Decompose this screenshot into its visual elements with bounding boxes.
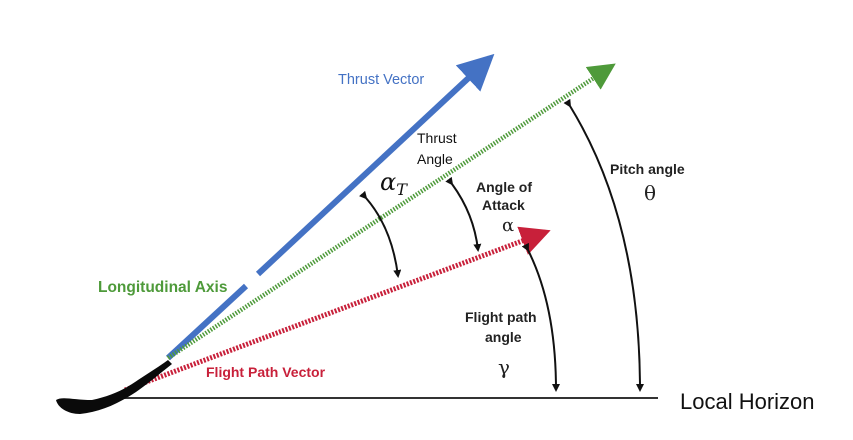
thrust-angle-symbol-alpha: α bbox=[380, 168, 396, 196]
angle-of-attack-symbol: α bbox=[502, 215, 514, 236]
pitch-angle-symbol: θ bbox=[644, 181, 656, 205]
flight-path-angle-arc bbox=[521, 242, 560, 392]
thrust-angle-symbol-subscript: T bbox=[396, 180, 408, 199]
pitch-angle-label: Pitch angle bbox=[610, 161, 685, 177]
thrust-angle-symbol: αT bbox=[380, 168, 408, 199]
flight-path-angle-label-line1: Flight path bbox=[465, 309, 537, 325]
angle-of-attack-arc bbox=[445, 176, 482, 252]
thrust-vector-lower-segment bbox=[165, 283, 249, 361]
longitudinal-axis-arrow bbox=[166, 63, 616, 360]
flight-path-vector-arrow bbox=[124, 226, 551, 393]
flight-path-vector-label: Flight Path Vector bbox=[206, 364, 326, 380]
angle-of-attack-label-line2: Attack bbox=[482, 197, 525, 213]
longitudinal-axis-label: Longitudinal Axis bbox=[98, 279, 227, 296]
flight-path-angle-symbol: γ bbox=[498, 355, 510, 379]
thrust-angle-label-line1: Thrust bbox=[417, 130, 457, 146]
angle-of-attack-label-line1: Angle of bbox=[476, 179, 532, 195]
thrust-angle-label-line2: Angle bbox=[417, 151, 453, 167]
thrust-vector-label: Thrust Vector bbox=[338, 72, 424, 88]
aircraft-silhouette bbox=[56, 360, 172, 414]
thrust-vector-arrow bbox=[255, 53, 495, 277]
pitch-angle-arc bbox=[563, 98, 644, 392]
flight-path-angle-label-line2: angle bbox=[485, 329, 522, 345]
thrust-angle-arc bbox=[359, 190, 402, 278]
local-horizon-label: Local Horizon bbox=[680, 389, 815, 414]
